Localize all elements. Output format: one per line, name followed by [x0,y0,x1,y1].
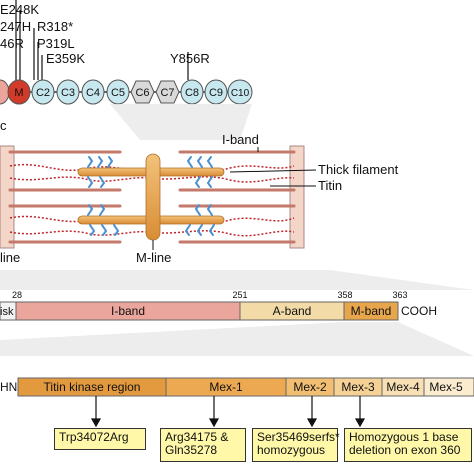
variant-arrows [90,396,366,428]
mex5-label: Mex-5 [429,380,463,394]
titin-label: Titin [318,178,342,193]
c4-domain [81,79,105,105]
domain-chain: M C2 C3 C4 C5 C6 C7 C8 C9 C10 [0,79,253,105]
kinase-label: Titin kinase region [44,380,141,394]
mutation-label: P319L [37,36,75,51]
variant-box-1: Trp34072Arg [54,428,146,450]
myosin-heads [87,156,215,236]
mutation-label: R318* [37,19,73,34]
c3-domain-label: C3 [61,87,75,99]
m-line [145,153,161,241]
variant-text: Trp34072Arg [59,430,129,444]
thick-filament-leader [229,169,317,173]
zoom-wedge-2 [0,270,474,290]
iband-segment-label: I-band [111,304,145,318]
pos-28: 28 [12,290,22,300]
zdisk-label: isk [0,306,14,318]
mband-segment [343,301,399,321]
mex1-label: Mex-1 [209,380,243,394]
z-disc-right [289,145,305,249]
c6-domain-label: C6 [135,87,149,99]
c7-domain [155,80,180,104]
mutation-label: 247H [0,19,31,34]
mutation-label: 46R [0,36,24,51]
c2-domain-label: C2 [36,87,50,99]
thick-filament-label: Thick filament [318,162,399,177]
pos-363: 363 [392,290,407,300]
mex5-segment [423,377,474,397]
pos-358: 358 [337,290,352,300]
mline-label: M-line [136,250,171,265]
variant-text: deletion on exon 360 [349,443,461,457]
variant-text: Arg34175 & [165,430,229,444]
zoom-wedge [110,104,252,140]
c6-domain [130,80,155,104]
mband-segment-label: M-band [351,304,392,318]
aband-segment-label: A-band [273,304,312,318]
variant-box-4: Homozygous 1 base deletion on exon 360 [344,428,472,462]
m-domain [7,79,31,105]
variant-box-2: Arg34175 & Gln35278 [160,428,246,462]
c9-domain-label: C9 [209,87,223,99]
mutation-label: Y856R [170,51,210,66]
iband-label: I-band [222,132,259,147]
pos-251: 251 [232,290,247,300]
c7-domain-label: C7 [160,87,174,99]
mex3-label: Mex-3 [341,380,375,394]
hn-label: HN [0,380,17,394]
mutation-labels: E248K 247H 46R R318* P319L E359K Y856R [0,2,210,66]
zoom-wedge-3 [0,322,474,356]
sarcomere [0,145,305,249]
mutation-label: E359K [46,51,85,66]
variant-text: homozygous [257,443,326,457]
variant-box-3: Ser35469serfs* homozygous [252,428,340,462]
mband-detail-bar: HN Titin kinase region Mex-1 Mex-2 Mex-3… [0,377,474,397]
variant-text: Gln35278 [165,443,218,457]
variant-text: Homozygous 1 base [349,430,459,444]
mutation-label: E248K [0,2,39,17]
c8-domain-label: C8 [185,87,199,99]
c5-domain-label: C5 [111,87,125,99]
mex4-label: Mex-4 [386,380,420,394]
thin-filaments [8,150,296,244]
variant-text: Ser35469serfs* [257,430,340,444]
zline-label: line [0,250,20,265]
c10-domain-label: C10 [231,88,250,99]
mutation-markers [15,0,189,80]
c3-domain [56,79,80,105]
z-disc-left [0,145,15,249]
m-domain-label: M [14,87,23,99]
c2-domain [31,79,55,105]
titin-bar: 28 251 358 363 isk I-band A-band M-band … [0,290,437,321]
cooh-label: COOH [401,304,437,318]
c4-domain-label: C4 [86,87,100,99]
mex2-label: Mex-2 [293,380,327,394]
panel-letter: c [0,118,7,133]
